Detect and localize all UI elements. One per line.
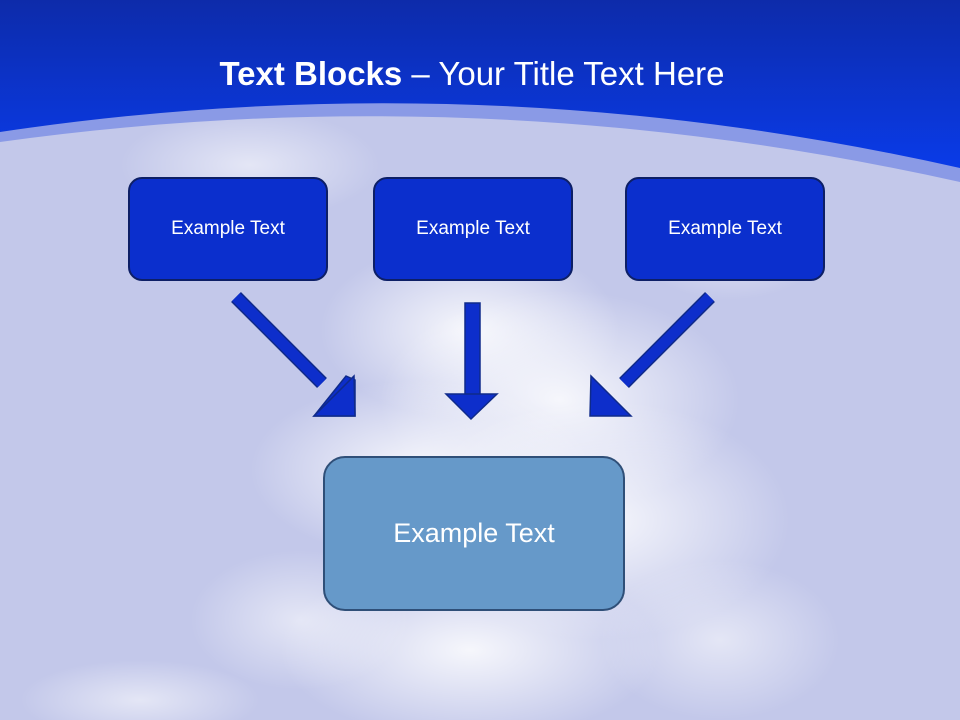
text-block-right-label: Example Text — [668, 218, 782, 239]
text-block-middle-label: Example Text — [416, 218, 530, 239]
slide-title: Text Blocks – Your Title Text Here — [0, 52, 944, 96]
text-block-middle[interactable]: Example Text — [373, 177, 573, 281]
arrow-left-diagonal — [231, 292, 356, 417]
title-rest: Your Title Text Here — [438, 55, 725, 92]
text-block-left[interactable]: Example Text — [128, 177, 328, 281]
text-block-target-label: Example Text — [393, 518, 555, 548]
header-band — [0, 0, 960, 168]
title-bold-part: Text Blocks — [219, 55, 403, 92]
arrow-middle-down — [444, 302, 499, 421]
text-block-target[interactable]: Example Text — [323, 456, 625, 611]
text-block-left-label: Example Text — [171, 218, 285, 239]
arrow-right-diagonal — [589, 292, 715, 417]
text-block-right[interactable]: Example Text — [625, 177, 825, 281]
title-dash: – — [402, 55, 439, 92]
